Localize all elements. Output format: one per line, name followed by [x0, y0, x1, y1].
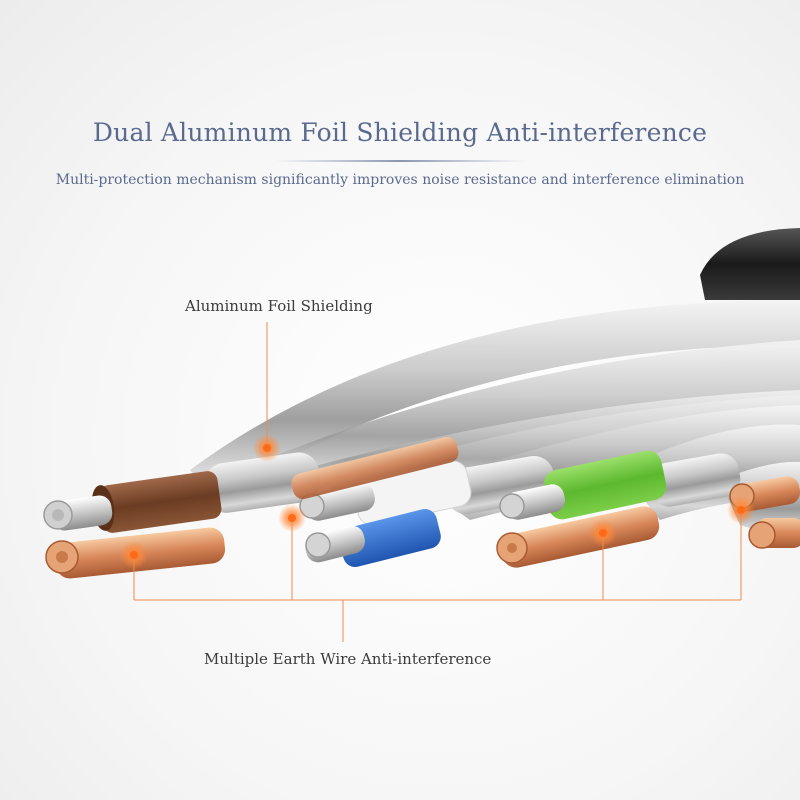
cable-jacket: [700, 228, 800, 300]
copper-earth-wire: [291, 436, 459, 500]
foil-sleeve: [649, 453, 741, 507]
foil-shielding-label: Aluminum Foil Shielding: [185, 297, 373, 315]
copper-earth-wire: [500, 506, 660, 568]
blue-wire: [339, 509, 441, 567]
foil-sleeve: [204, 452, 321, 513]
earth-wire-label: Multiple Earth Wire Anti-interference: [204, 650, 492, 668]
page-title: Dual Aluminum Foil Shielding Anti-interf…: [92, 118, 708, 147]
foil-band: [190, 300, 800, 500]
page-subtitle: Multi-protection mechanism significantly…: [55, 172, 745, 188]
green-wire: [543, 450, 667, 520]
brown-wire: [98, 471, 222, 533]
title-divider: [275, 160, 525, 162]
callout-markers: [120, 434, 755, 569]
